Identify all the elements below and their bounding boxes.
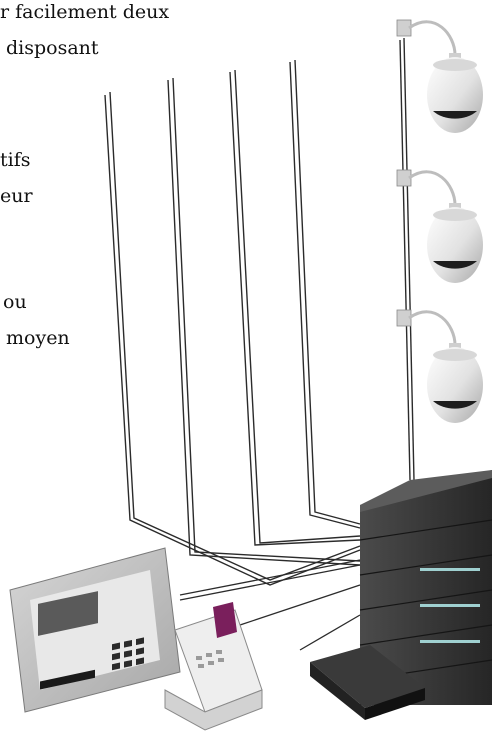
keypad-terminal-icon (10, 548, 180, 712)
dome-camera-icon (397, 170, 483, 283)
dome-cameras (397, 20, 483, 423)
dome-camera-icon (397, 20, 483, 133)
